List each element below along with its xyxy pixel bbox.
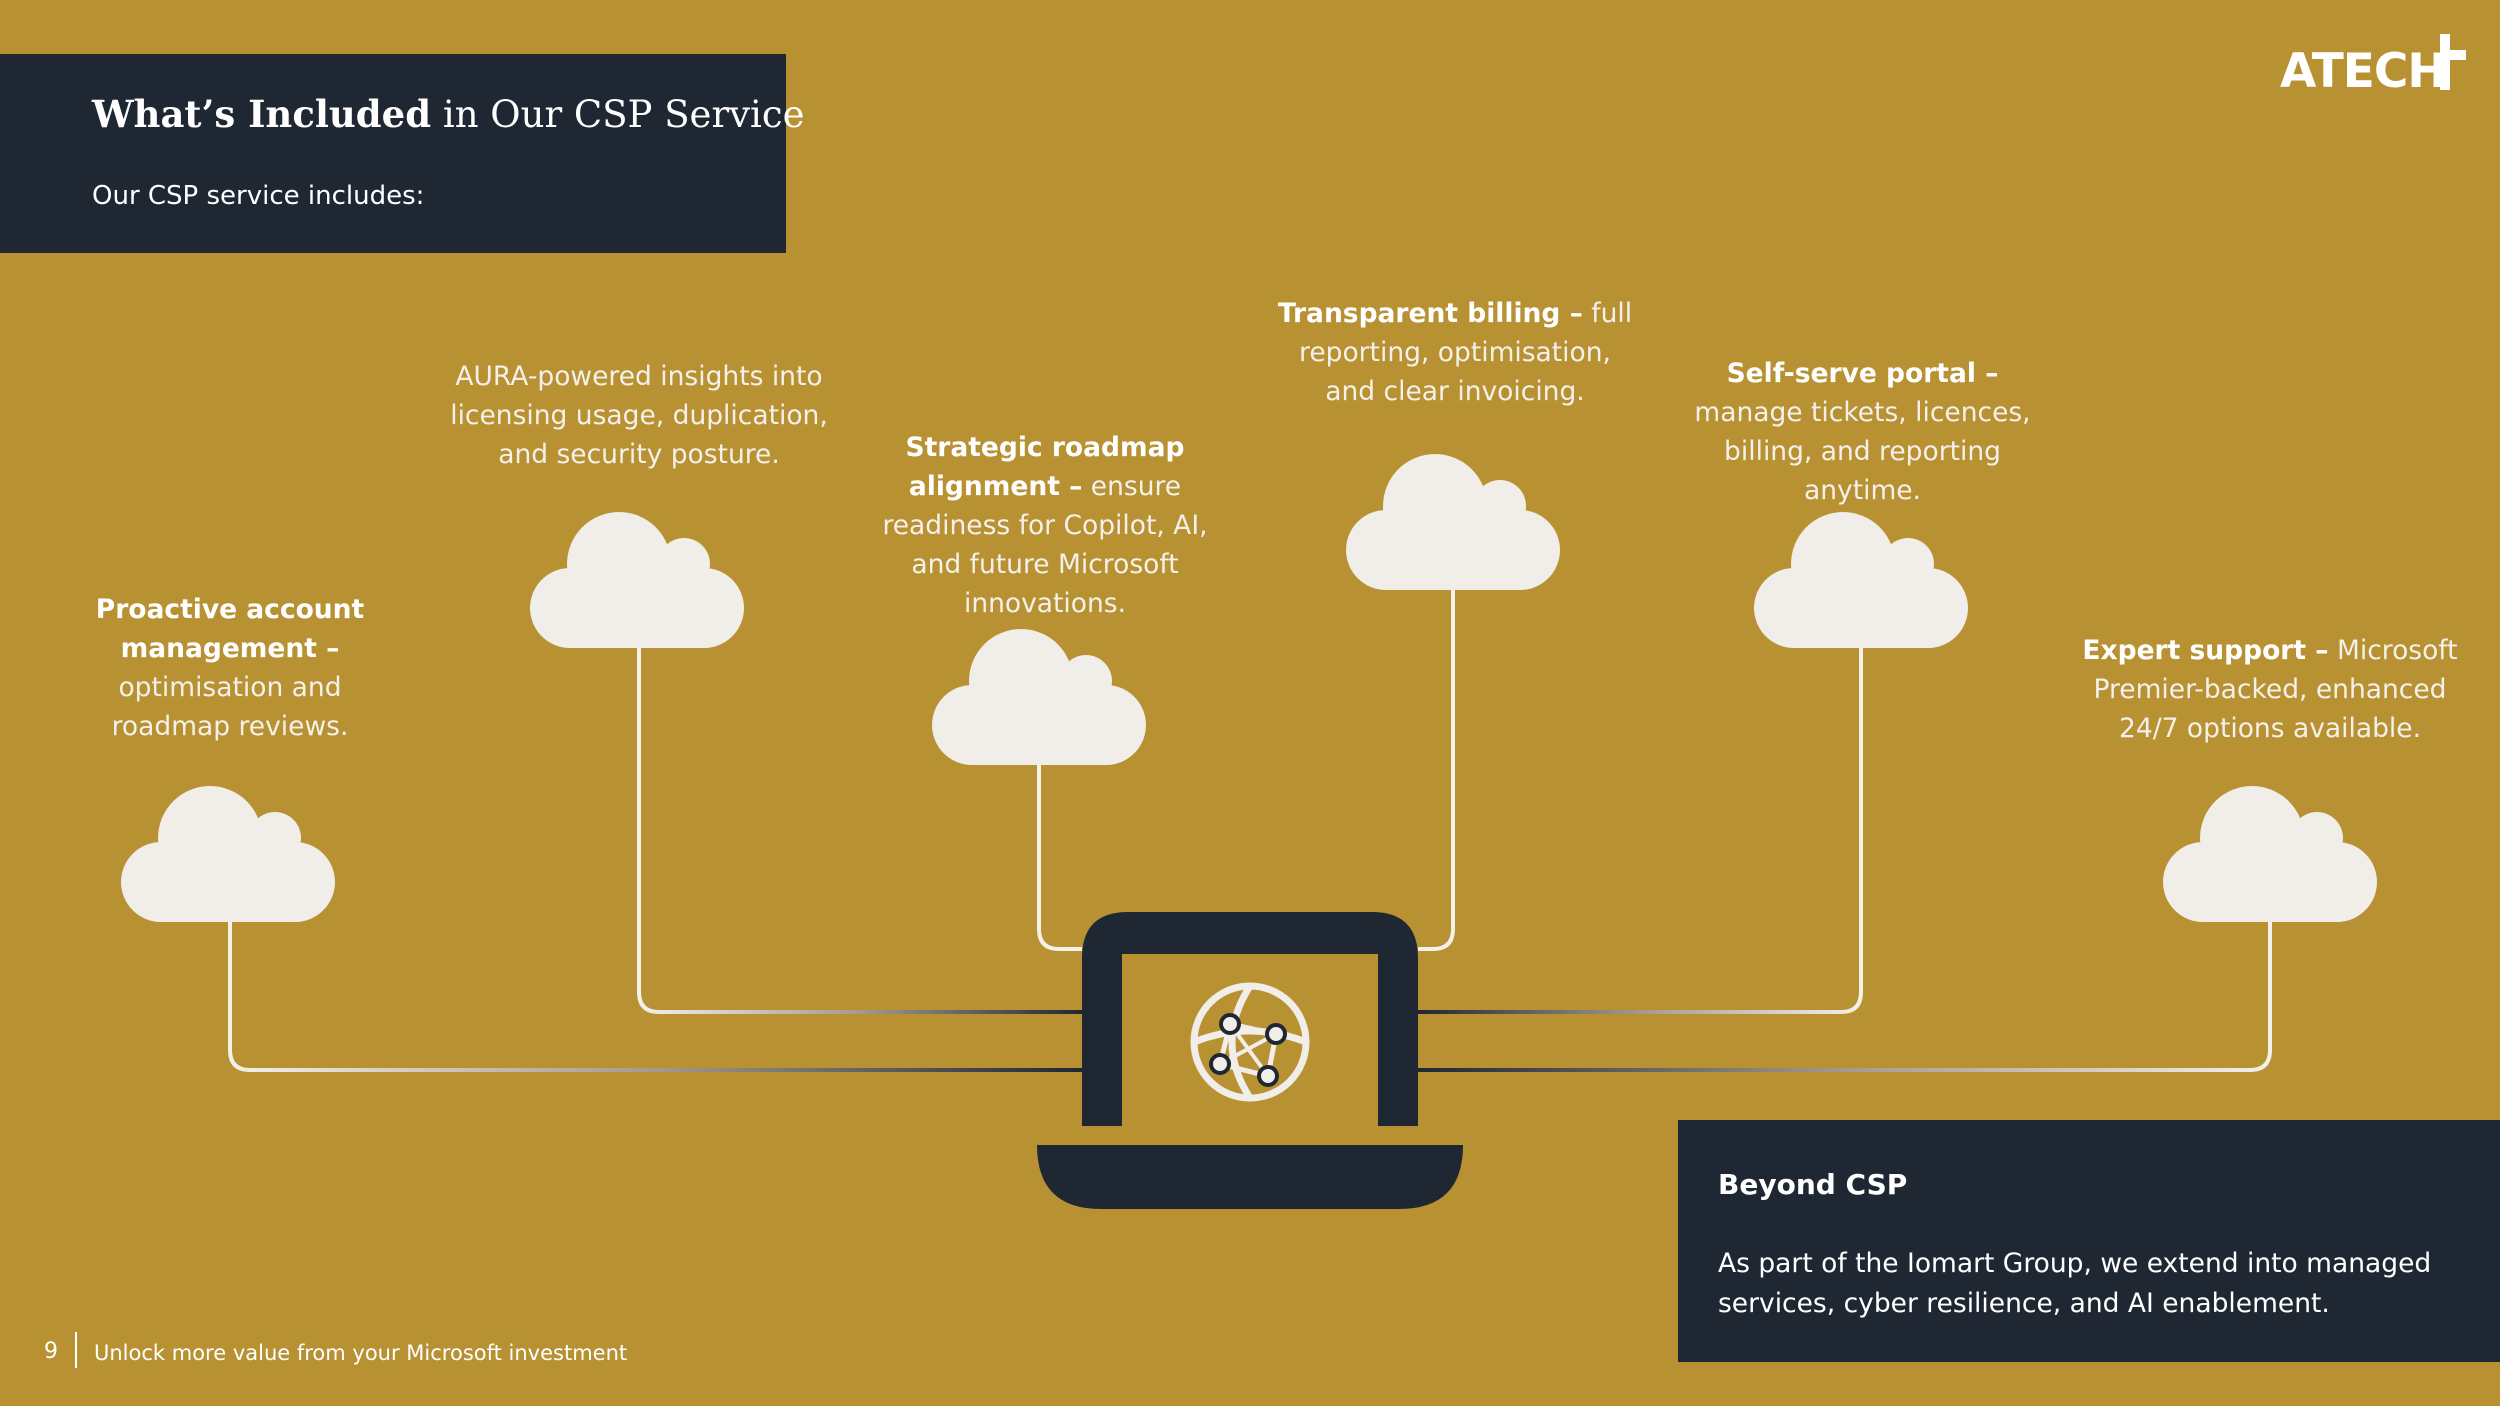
atech-logo: ATECH xyxy=(2280,34,2470,100)
cloud-icon xyxy=(121,786,335,922)
feature-label-expert-support: Expert support – Microsoft Premier-backe… xyxy=(2082,635,2458,744)
cloud-icon xyxy=(1346,454,1560,590)
header-panel xyxy=(0,54,786,253)
connector-line-1 xyxy=(228,920,1082,1072)
page-number: 9 xyxy=(44,1339,58,1364)
title-rest: in Our CSP Service xyxy=(431,93,805,136)
laptop-globe-icon xyxy=(1037,912,1463,1209)
cloud-icon xyxy=(1754,512,1968,648)
feature-label-account-management: Proactive account management – optimisat… xyxy=(95,594,365,742)
connector-line-2 xyxy=(637,648,1082,1014)
logo-plus-icon xyxy=(2440,34,2466,90)
connector-line-3 xyxy=(1037,765,1082,951)
logo-text: ATECH xyxy=(2280,44,2447,99)
beyond-csp-text: As part of the Iomart Group, we extend i… xyxy=(1718,1248,2432,1319)
feature-label-roadmap-alignment: Strategic roadmap alignment – ensure rea… xyxy=(882,432,1208,619)
feature-label-transparent-billing: Transparent billing – full reporting, op… xyxy=(1277,298,1633,407)
connector-line-5 xyxy=(1418,648,1863,1014)
feature-label-self-serve-portal: Self-serve portal – manage tickets, lice… xyxy=(1694,358,2031,506)
page-subtitle: Our CSP service includes: xyxy=(92,181,425,211)
cloud-icon xyxy=(932,629,1146,765)
title-bold: What’s Included xyxy=(92,92,432,136)
beyond-csp-panel: Beyond CSP As part of the Iomart Group, … xyxy=(1678,1120,2500,1362)
footer-divider xyxy=(75,1332,77,1368)
cloud-icon xyxy=(530,512,744,648)
beyond-csp-title: Beyond CSP xyxy=(1718,1168,1908,1201)
feature-label-aura-insights: AURA-powered insights into licensing usa… xyxy=(450,361,828,470)
connector-line-6 xyxy=(1418,920,2272,1072)
cloud-icon xyxy=(2163,786,2377,922)
page-title: What’s Included in Our CSP Service xyxy=(92,92,805,136)
footer-tagline: Unlock more value from your Microsoft in… xyxy=(94,1341,628,1365)
connector-line-4 xyxy=(1418,590,1455,951)
